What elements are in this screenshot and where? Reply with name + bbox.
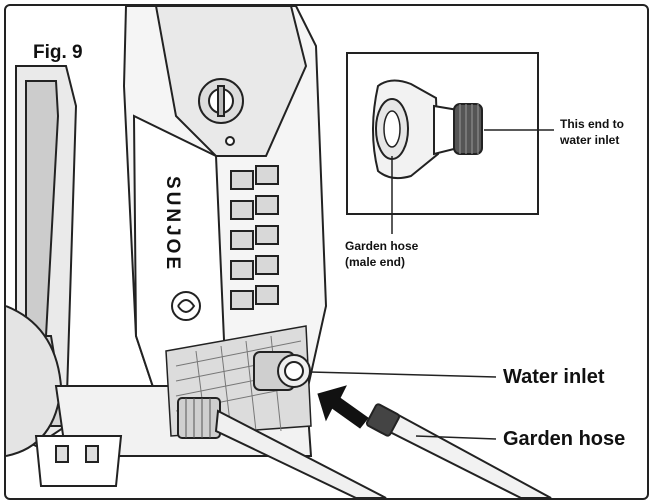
water-inlet-fitting (253, 351, 311, 391)
pressure-washer-body (122, 6, 328, 398)
inset-label-line: water inlet (560, 133, 620, 147)
direction-arrow (317, 385, 369, 429)
figure-frame: SUNJOE Fig. 9 This end to water inlet Ga… (4, 4, 649, 500)
inset-label-water-inlet-end: This end to water inlet (560, 116, 624, 148)
brand-logo: SUNJOE (162, 176, 183, 273)
inset-box (346, 52, 554, 234)
inset-label-line: This end to (560, 117, 624, 131)
callout-garden-hose: Garden hose (503, 428, 626, 450)
callout-water-inlet: Water inlet (503, 366, 605, 388)
inset-label-line: (male end) (345, 255, 406, 269)
garden-hose (365, 403, 552, 498)
callout-lines (309, 371, 497, 440)
handle-frame (6, 65, 78, 457)
inset-label-garden-hose-end: Garden hose (male end) (345, 238, 418, 270)
inset-label-line: Garden hose (345, 239, 419, 253)
figure-label: Fig. 9 (33, 42, 83, 63)
illustration (6, 6, 554, 498)
outlet-fitting-hose (177, 397, 387, 498)
